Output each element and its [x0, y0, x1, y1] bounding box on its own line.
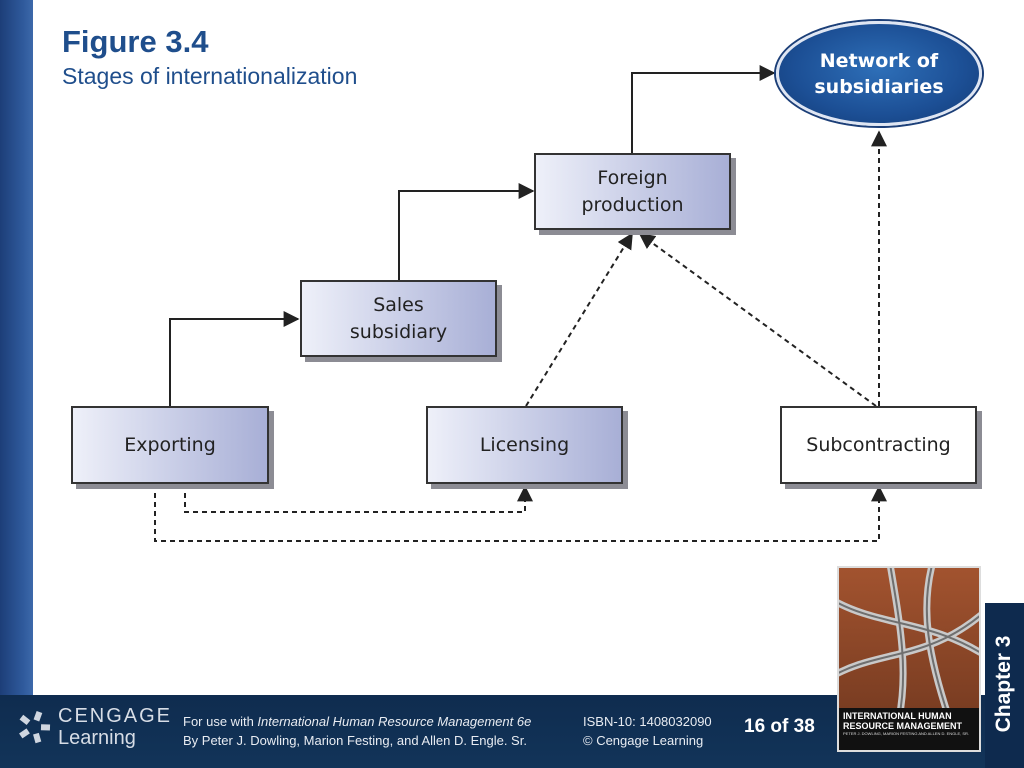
node-network-label: Network of subsidiaries: [814, 49, 944, 98]
logo-line1: CENGAGE: [58, 705, 173, 727]
edge-licensing-to-foreign: [525, 232, 633, 407]
cengage-logo: CENGAGE Learning: [16, 705, 172, 749]
left-accent-bar: [0, 0, 33, 695]
cover-title: INTERNATIONAL HUMAN RESOURCE MANAGEMENT: [843, 711, 963, 731]
node-foreign-production: Foreign production: [534, 153, 731, 230]
edge-exporting-to-subcontracting: [154, 484, 887, 542]
node-subcontracting: Subcontracting: [780, 406, 977, 484]
node-foreign-production-label: Foreign production: [581, 166, 684, 216]
chapter-label: Chapter 3: [992, 635, 1015, 733]
footer-use-prefix: For use with: [183, 714, 258, 729]
book-cover-art: INTERNATIONAL HUMAN RESOURCE MANAGEMENT …: [839, 568, 979, 750]
footer-isbn-block: ISBN-10: 1408032090 © Cengage Learning: [583, 712, 712, 750]
footer-book-title: International Human Resource Management …: [257, 714, 532, 729]
node-exporting-label: Exporting: [124, 433, 216, 456]
cover-authors: PETER J. DOWLING, MARION FESTING AND ALL…: [843, 731, 970, 736]
edge-exporting-to-licensing: [184, 484, 533, 513]
node-network-of-subsidiaries: Network of subsidiaries: [776, 21, 982, 126]
footer-copyright: © Cengage Learning: [583, 733, 704, 748]
logo-line2: Learning: [58, 727, 136, 749]
edge-foreign-to-network: [631, 65, 776, 153]
node-subcontracting-label: Subcontracting: [806, 433, 951, 456]
node-exporting: Exporting: [71, 406, 269, 484]
slide-subtitle: Stages of internationalization: [62, 63, 358, 89]
footer-citation: For use with International Human Resourc…: [183, 712, 531, 750]
chapter-tab: [985, 603, 1024, 768]
book-cover-image: INTERNATIONAL HUMAN RESOURCE MANAGEMENT …: [837, 566, 981, 752]
diagram-connectors: [154, 65, 887, 542]
edge-exporting-to-sales: [169, 311, 300, 406]
node-sales-subsidiary-label: Sales subsidiary: [349, 293, 448, 343]
slide-title: Figure 3.4: [62, 24, 209, 59]
edge-sales-to-foreign: [398, 183, 535, 280]
edge-subcontracting-to-foreign: [638, 233, 877, 407]
footer-authors: By Peter J. Dowling, Marion Festing, and…: [183, 733, 527, 748]
footer-isbn: ISBN-10: 1408032090: [583, 714, 712, 729]
cengage-star-icon: [19, 710, 51, 744]
page-number: 16 of 38: [744, 716, 815, 737]
node-sales-subsidiary: Sales subsidiary: [300, 280, 497, 357]
node-licensing: Licensing: [426, 406, 623, 484]
node-licensing-label: Licensing: [479, 433, 570, 456]
